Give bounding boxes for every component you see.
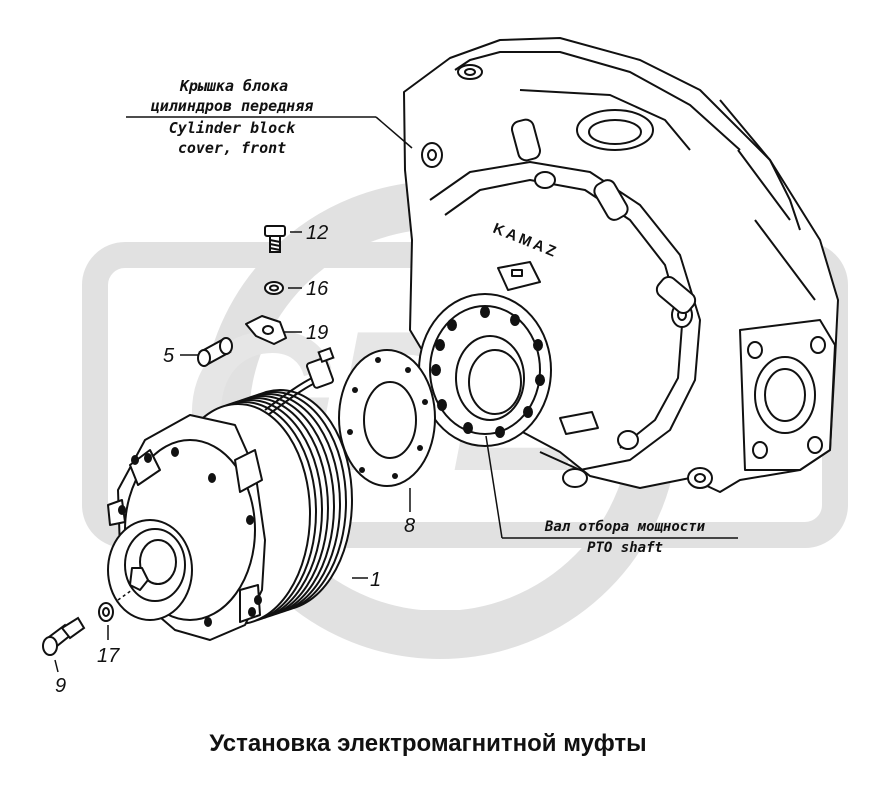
pto-label-en: PTO shaft xyxy=(587,540,663,556)
pto-shaft-flange xyxy=(418,293,552,447)
bracket-part-19 xyxy=(245,315,287,345)
diagram-title: Установка электромагнитной муфты xyxy=(209,730,646,757)
spacer-part-5 xyxy=(197,337,233,367)
washer-part-17 xyxy=(98,602,114,622)
bolt-part-9 xyxy=(42,616,86,656)
cover-label-en-line2: cover, front xyxy=(178,139,286,157)
cover-label-ru-line1: Крышка блока xyxy=(179,77,288,95)
callout-9: 9 xyxy=(55,675,66,697)
leader-lines xyxy=(54,116,738,673)
callout-19: 19 xyxy=(306,322,328,344)
callout-5: 5 xyxy=(163,345,175,367)
callout-8: 8 xyxy=(404,515,415,537)
callout-1: 1 xyxy=(370,569,381,591)
cover-label-en-line1: Cylinder block xyxy=(169,119,296,137)
gasket-part-8 xyxy=(338,349,436,487)
callout-12: 12 xyxy=(306,222,328,244)
electromagnetic-clutch-part-1 xyxy=(107,389,353,641)
callout-17: 17 xyxy=(97,645,120,667)
cover-label-ru-line2: цилиндров передняя xyxy=(151,97,314,115)
washer-part-16 xyxy=(264,281,284,295)
pto-label-ru: Вал отбора мощности xyxy=(544,519,706,535)
callout-16: 16 xyxy=(306,278,329,300)
bolt-part-12 xyxy=(264,225,286,253)
clutch-wire-connector xyxy=(264,346,335,416)
